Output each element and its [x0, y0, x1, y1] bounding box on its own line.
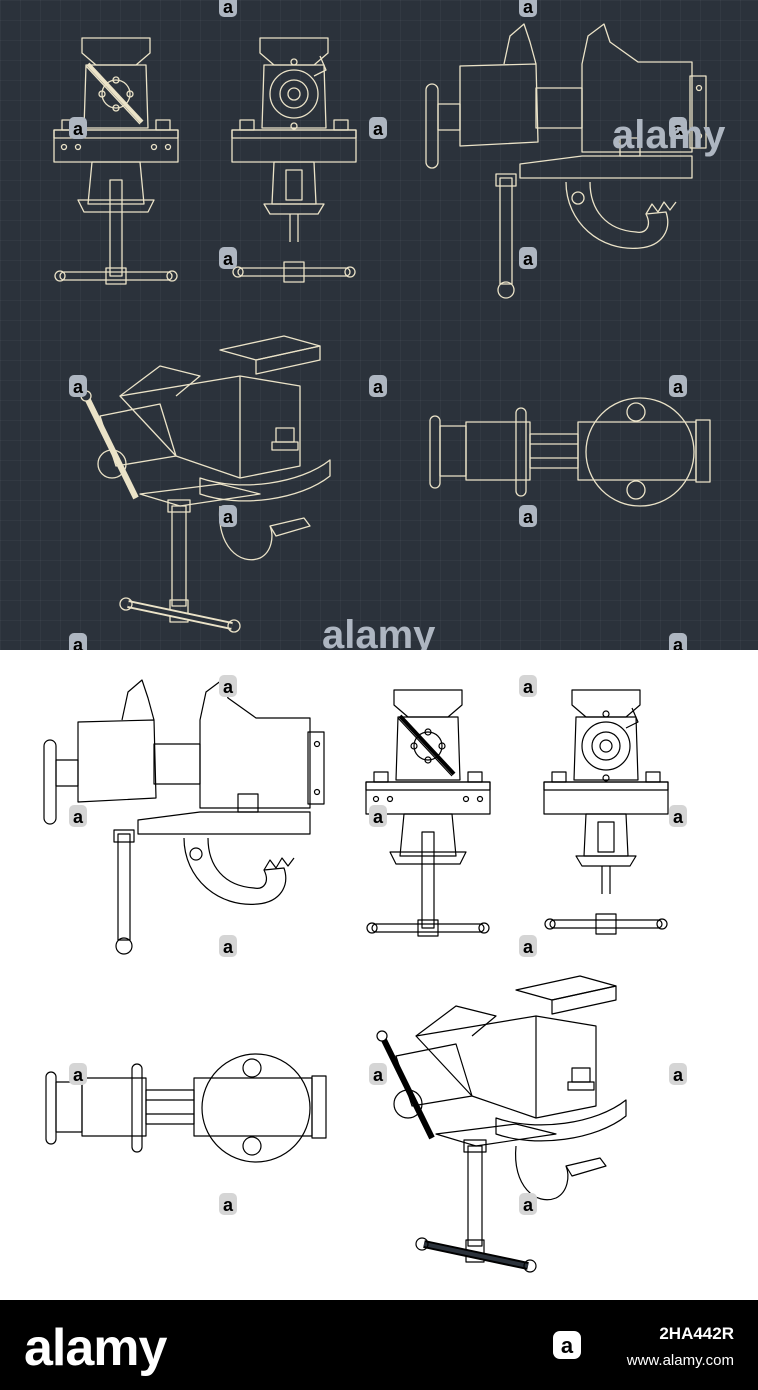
alamy-footer: alamy a 2HA442R www.alamy.com	[0, 1300, 758, 1390]
image-id: 2HA442R	[659, 1324, 734, 1343]
blueprint-side-view	[425, 23, 707, 299]
blueprint-rear-view	[231, 37, 357, 283]
footer-brand-logo: alamy	[24, 1319, 167, 1377]
blueprint-top-view	[429, 397, 711, 507]
watermark-glyphs	[69, 0, 687, 650]
blueprint-panel: a #blueprint .art { fill: none; stroke: …	[0, 0, 758, 650]
blueprint-front-view	[52, 36, 180, 286]
line-art-panel: #lineart .art { fill: none; stroke: #000…	[0, 650, 758, 1300]
site-url: www.alamy.com	[626, 1352, 734, 1369]
svg-text:a: a	[561, 1333, 574, 1358]
alamy-a-icon: a	[553, 1331, 581, 1359]
watermark-large-bottom: alamy	[322, 613, 436, 650]
watermark-large-right: alamy	[612, 113, 726, 157]
line-art-rear-view	[543, 689, 669, 935]
line-art-top-view	[45, 1053, 327, 1163]
line-art-isometric-view	[377, 976, 626, 1272]
watermark-glyphs-light	[69, 675, 687, 1215]
blueprint-isometric-view	[81, 336, 330, 632]
line-art-drawings: #lineart .art { fill: none; stroke: #000…	[43, 675, 687, 1300]
blueprint-drawings: a #blueprint .art { fill: none; stroke: …	[52, 0, 726, 650]
